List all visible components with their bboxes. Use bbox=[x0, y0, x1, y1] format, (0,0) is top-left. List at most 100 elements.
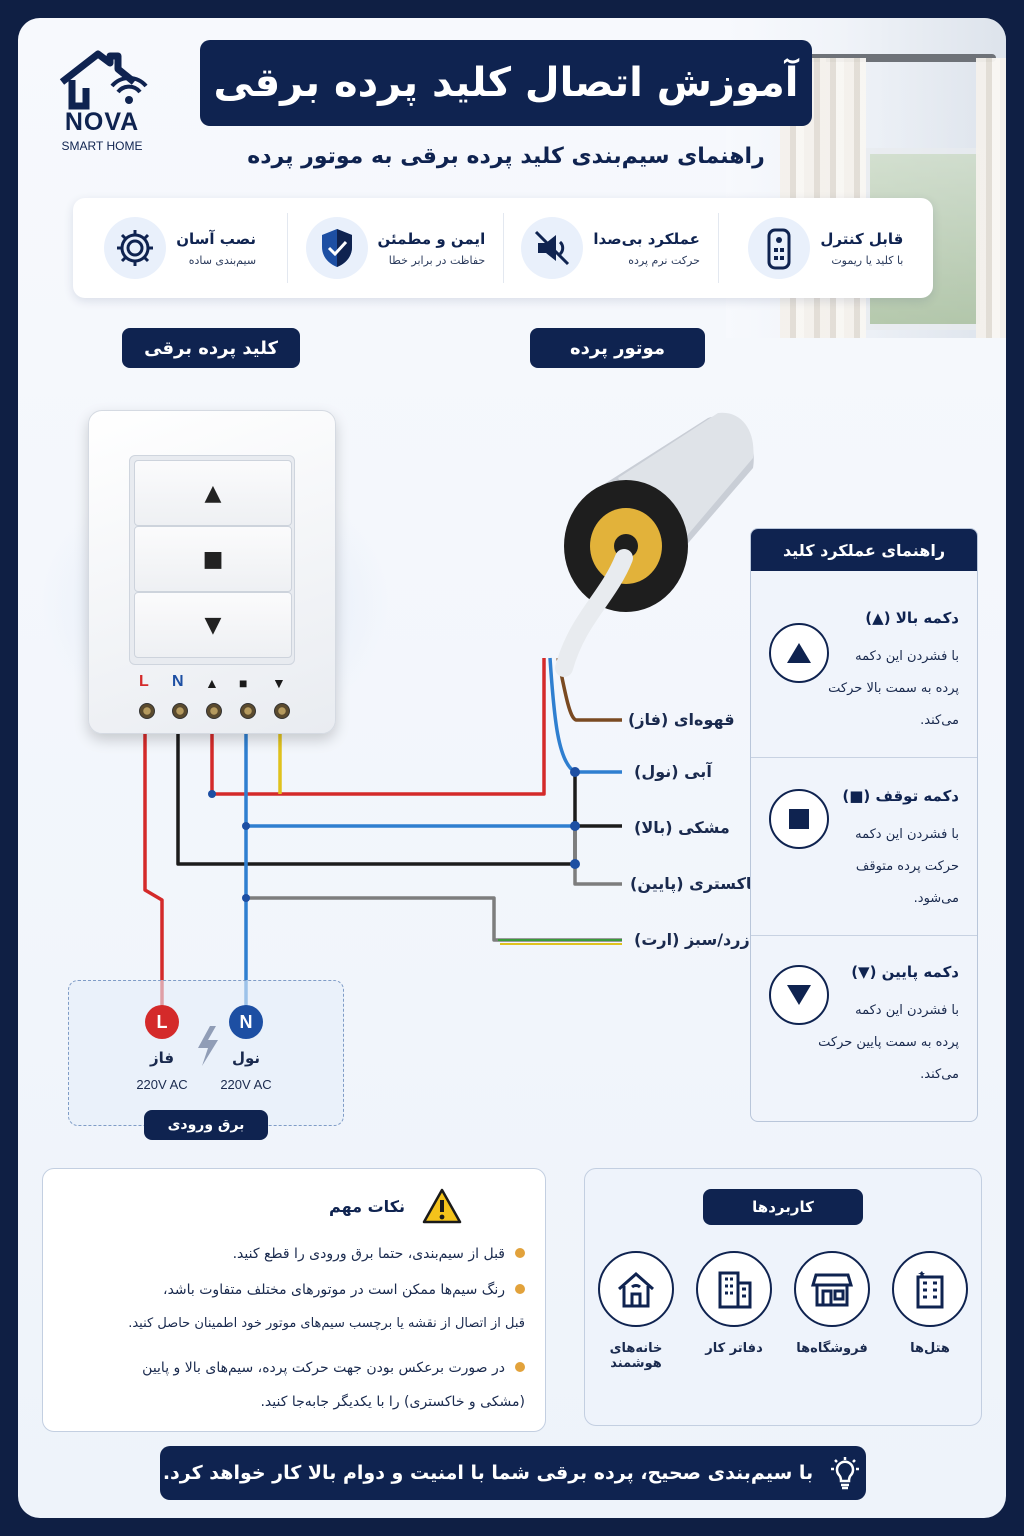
remote-icon bbox=[748, 217, 811, 279]
brand-name: NOVA bbox=[64, 108, 140, 136]
motor-section-label: موتور پرده bbox=[530, 328, 705, 368]
power-input-label: برق ورودی bbox=[144, 1110, 268, 1140]
switch-up-button[interactable]: ▲ bbox=[134, 460, 292, 526]
app-label: هتل‌ها bbox=[910, 1341, 950, 1356]
office-icon bbox=[696, 1251, 772, 1327]
neutral-name: نول bbox=[231, 1049, 261, 1067]
feature-desc: سیم‌بندی ساده bbox=[188, 253, 257, 267]
feature-item: نصب آسان سیم‌بندی ساده bbox=[73, 213, 287, 283]
features-bar: قابل کنترل با کلید یا ریموت عملکرد بی‌صدا… bbox=[73, 198, 933, 298]
curtain-right bbox=[976, 58, 1006, 338]
neutral-voltage: 220V AC bbox=[220, 1077, 272, 1092]
note-item: قبل از سیم‌بندی، حتما برق ورودی را قطع ک… bbox=[65, 1237, 525, 1271]
switch-stop-button[interactable]: ■ bbox=[134, 526, 292, 592]
arrow-down-icon bbox=[769, 965, 829, 1025]
lightbulb-icon bbox=[831, 1457, 860, 1490]
terminal-label-down: ▼ bbox=[272, 675, 286, 691]
brand-logo: NOVA SMART HOME bbox=[42, 48, 162, 153]
curtain-rod bbox=[746, 54, 996, 62]
junction-dot bbox=[570, 859, 580, 869]
wire-label-gray: خاکستری (پایین) bbox=[630, 874, 764, 893]
terminal-label-up: ▲ bbox=[205, 675, 219, 691]
motor-black-wire bbox=[573, 772, 622, 828]
warning-icon bbox=[422, 1188, 462, 1224]
page-subtitle: راهنمای سیم‌بندی کلید پرده برقی به موتور… bbox=[247, 144, 765, 169]
stop-wire bbox=[244, 722, 575, 828]
stop-icon bbox=[769, 789, 829, 849]
terminal-screw bbox=[274, 703, 290, 719]
footer-banner: با سیم‌بندی صحیح، پرده برقی شما با امنیت… bbox=[160, 1446, 866, 1500]
terminal-label-n: N bbox=[172, 673, 184, 690]
terminal-screw bbox=[139, 703, 155, 719]
app-label: خانه‌های هوشمند bbox=[609, 1341, 663, 1371]
hotel-icon bbox=[892, 1251, 968, 1327]
guide-item-title: دکمه پایین (▼) bbox=[851, 963, 959, 981]
shop-icon bbox=[794, 1251, 870, 1327]
guide-title: راهنمای عملکرد کلید bbox=[751, 529, 977, 571]
shield-check-icon bbox=[305, 217, 368, 279]
terminal-screw bbox=[240, 703, 256, 719]
brand-tagline: SMART HOME bbox=[61, 139, 143, 153]
applications-title: کاربردها bbox=[703, 1189, 863, 1225]
tubular-motor bbox=[555, 412, 754, 677]
wire-label-black: مشکی (بالا) bbox=[634, 818, 730, 837]
wire-label-brown: قهوه‌ای (فاز) bbox=[628, 710, 735, 729]
terminal-label-stop: ■ bbox=[239, 675, 248, 691]
gear-icon bbox=[104, 217, 167, 279]
app-label: دفاتر کار bbox=[705, 1341, 763, 1356]
phase-terminal: L bbox=[145, 1005, 179, 1039]
neutral-terminal: N bbox=[229, 1005, 263, 1039]
switch-button-panel: ▲ ■ ▼ bbox=[129, 455, 295, 665]
power-input-box: L N فاز نول 220V AC 220V AC bbox=[68, 980, 344, 1126]
phase-voltage: 220V AC bbox=[136, 1077, 188, 1092]
wire-label-earth: زرد/سبز (ارت) bbox=[634, 930, 750, 949]
guide-divider bbox=[751, 935, 977, 936]
switch-section-label: کلید پرده برقی bbox=[122, 328, 300, 368]
phase-wire bbox=[143, 722, 164, 1018]
note-item: در صورت برعکس بودن جهت حرکت پرده، سیم‌ها… bbox=[142, 1360, 525, 1410]
feature-desc: با کلید یا ریموت bbox=[831, 253, 904, 267]
app-item-smart-homes: خانه‌های هوشمند bbox=[593, 1251, 679, 1371]
junction-dot bbox=[242, 822, 250, 830]
arrow-up-icon bbox=[769, 623, 829, 683]
wiring-diagram bbox=[143, 412, 754, 1066]
junction-dot bbox=[570, 821, 580, 831]
important-notes: نکات مهم قبل از سیم‌بندی، حتما برق ورودی… bbox=[42, 1168, 546, 1432]
feature-title: عملکرد بی‌صدا bbox=[593, 229, 700, 248]
footer-text: با سیم‌بندی صحیح، پرده برقی شما با امنیت… bbox=[162, 1462, 814, 1484]
applications-panel: کاربردها هتل‌ها فروشگاه‌ها دفاتر کار خان… bbox=[584, 1168, 982, 1426]
feature-title: ایمن و مطمئن bbox=[377, 229, 486, 248]
guide-divider bbox=[751, 757, 977, 758]
feature-desc: حرکت نرم پرده bbox=[628, 253, 700, 267]
guide-item-title: دکمه بالا (▲) bbox=[865, 609, 959, 627]
app-item-shops: فروشگاه‌ها bbox=[789, 1251, 875, 1356]
junction-dot bbox=[208, 790, 216, 798]
page-title: آموزش اتصال کلید پرده برقی bbox=[200, 40, 812, 126]
curtain-switch: ▲ ■ ▼ L N ▲ ■ ▼ bbox=[88, 410, 336, 734]
smart-home-icon bbox=[598, 1251, 674, 1327]
mute-speaker-icon bbox=[521, 217, 584, 279]
switch-down-button[interactable]: ▼ bbox=[134, 592, 292, 658]
app-item-hotels: هتل‌ها bbox=[887, 1251, 973, 1356]
motor-gray-wire bbox=[573, 826, 622, 886]
note-item: رنگ سیم‌ها ممکن است در موتورهای مختلف مت… bbox=[128, 1282, 525, 1331]
feature-item: عملکرد بی‌صدا حرکت نرم پرده bbox=[502, 213, 718, 283]
junction-dot bbox=[570, 767, 580, 777]
up-wire bbox=[210, 658, 546, 796]
guide-item-title: دکمه توقف (■) bbox=[842, 787, 959, 805]
infographic-page: NOVA SMART HOME آموزش اتصال کلید پرده بر… bbox=[18, 18, 1006, 1518]
feature-desc: حفاظت در برابر خطا bbox=[388, 253, 486, 267]
house-wifi-icon bbox=[59, 50, 148, 110]
feature-title: قابل کنترل bbox=[820, 229, 904, 248]
feature-title: نصب آسان bbox=[176, 229, 257, 248]
feature-item: قابل کنترل با کلید یا ریموت bbox=[717, 213, 933, 283]
app-label: فروشگاه‌ها bbox=[796, 1341, 868, 1356]
notes-title: نکات مهم bbox=[329, 1197, 405, 1216]
switch-function-guide: راهنمای عملکرد کلید دکمه بالا (▲) با فشر… bbox=[750, 528, 978, 1122]
